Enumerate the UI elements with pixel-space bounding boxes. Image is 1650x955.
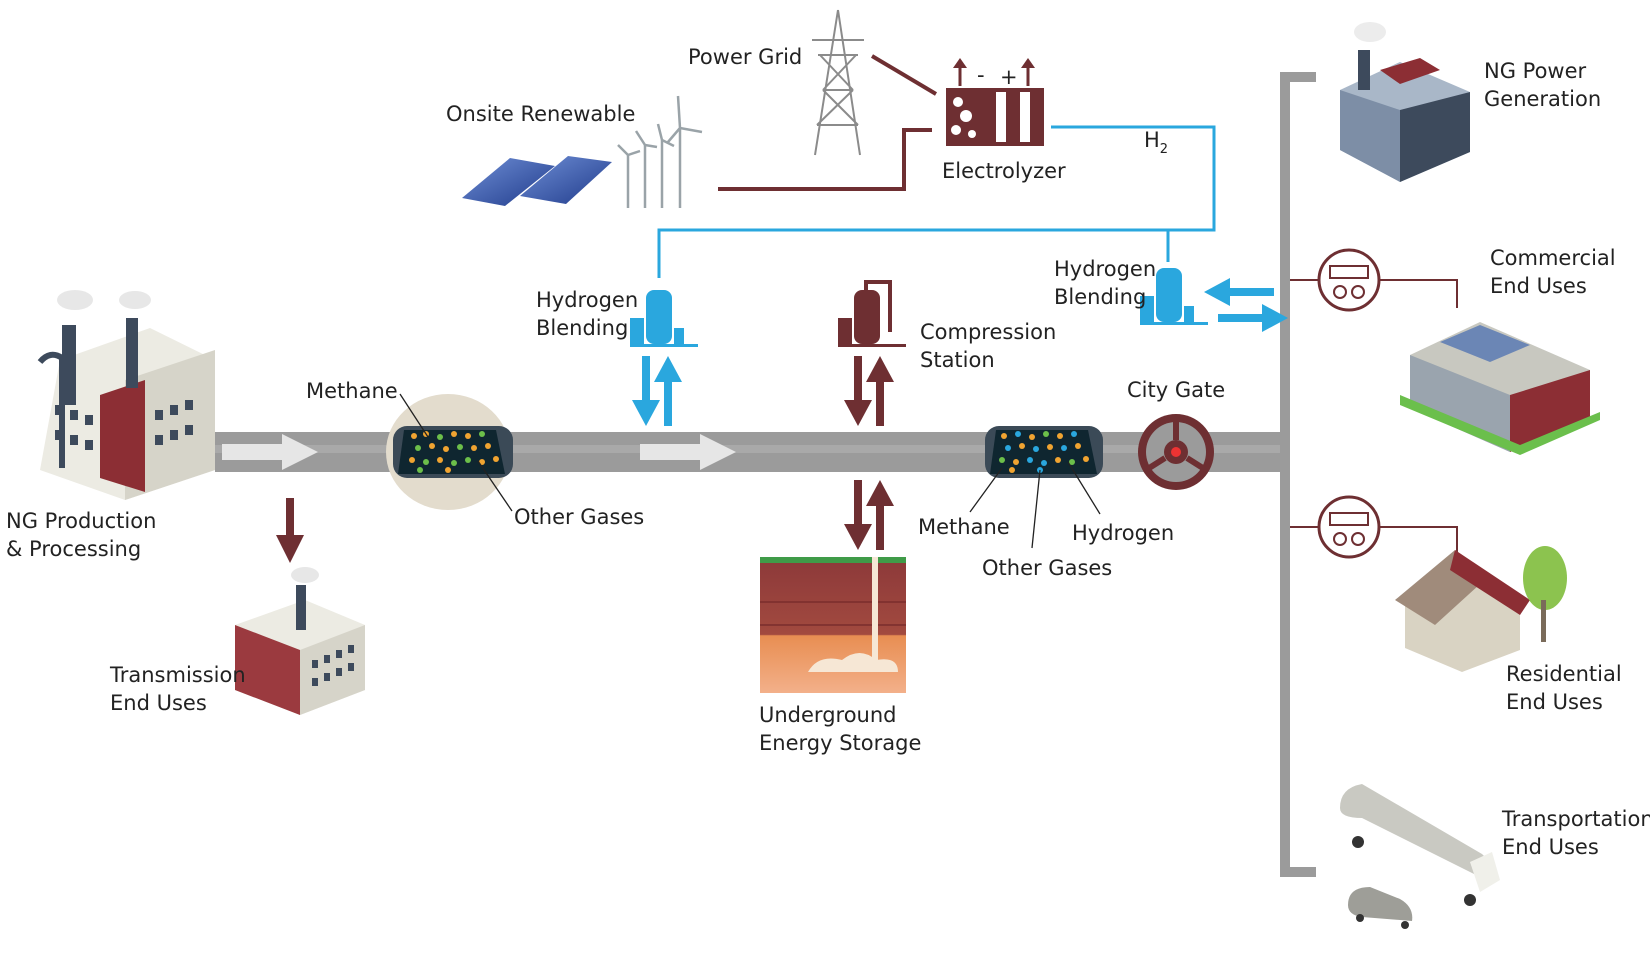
label-ng-power-line1: NG Power — [1484, 59, 1587, 83]
hydrogen-blending-tank-left — [630, 290, 698, 347]
hydrogen-exchange-arrows-right — [1204, 278, 1288, 332]
residential-house-icon — [1395, 546, 1567, 672]
label-hydrogen-blending-left-line1: Hydrogen — [536, 288, 638, 312]
label-hydrogen-blending-right-line1: Hydrogen — [1054, 257, 1156, 281]
label-onsite-renewable: Onsite Renewable — [446, 102, 635, 126]
distribution-trunk — [1280, 72, 1290, 877]
label-city-gate: City Gate — [1127, 378, 1225, 402]
label-compression-line2: Station — [920, 348, 995, 372]
underground-storage-icon — [760, 557, 906, 693]
gas-chamber-right — [969, 426, 1103, 549]
car-icon — [1348, 887, 1413, 929]
label-h2-letter: H — [1144, 128, 1160, 152]
meter-icon-residential — [1317, 495, 1381, 559]
label-underground-line1: Underground — [759, 703, 897, 727]
branch-line — [1290, 279, 1458, 555]
gas-dots-right — [999, 431, 1089, 473]
label-power-grid: Power Grid — [688, 45, 802, 69]
flow-arrow — [222, 434, 736, 470]
label-underground-line2: Energy Storage — [759, 731, 921, 755]
label-residential-line1: Residential — [1506, 662, 1622, 686]
label-transmission-line2: End Uses — [110, 691, 207, 715]
electrolyzer-icon: - + — [946, 58, 1044, 146]
compression-arrows — [844, 356, 894, 426]
power-line — [718, 54, 938, 191]
compression-station-icon — [838, 280, 906, 347]
label-methane-left: Methane — [306, 379, 398, 403]
power-grid-tower-icon — [812, 9, 864, 156]
label-methane-right: Methane — [918, 515, 1010, 539]
hydrogen-blending-tank-right — [1140, 268, 1208, 325]
label-h2: H2 — [1144, 128, 1168, 157]
down-arrow-transmission — [276, 498, 304, 563]
meter-icon-commercial — [1317, 248, 1381, 312]
label-hydrogen-blending-right-line2: Blending — [1054, 285, 1146, 309]
label-commercial-line1: Commercial — [1490, 246, 1616, 270]
solar-panel-icon — [462, 156, 612, 206]
label-transportation-line1: Transportation — [1501, 807, 1650, 831]
electrolyzer-minus: - — [977, 63, 985, 87]
commercial-building-icon — [1400, 322, 1600, 455]
label-residential-line2: End Uses — [1506, 690, 1603, 714]
hydrogen-exchange-arrows-left — [632, 356, 682, 426]
storage-arrows — [844, 480, 894, 550]
hydrogen-line — [657, 125, 1216, 278]
label-compression-line1: Compression — [920, 320, 1056, 344]
label-h2-subscript: 2 — [1160, 142, 1168, 157]
gas-chamber-left — [386, 393, 513, 512]
ng-power-plant-icon — [1340, 22, 1470, 182]
label-hydrogen-right: Hydrogen — [1072, 521, 1174, 545]
label-hydrogen-blending-left-line2: Blending — [536, 316, 628, 340]
label-other-gases-right: Other Gases — [982, 556, 1112, 580]
label-electrolyzer: Electrolyzer — [942, 159, 1066, 183]
label-ng-production-line1: NG Production — [6, 509, 156, 533]
electrolyzer-plus: + — [1000, 65, 1018, 89]
label-commercial-line2: End Uses — [1490, 274, 1587, 298]
label-transportation-line2: End Uses — [1502, 835, 1599, 859]
label-other-gases-left: Other Gases — [514, 505, 644, 529]
tanker-truck-icon — [1340, 784, 1500, 906]
city-gate-valve — [1138, 414, 1214, 490]
wind-turbine-icon — [617, 95, 703, 208]
transmission-factory-icon — [235, 567, 365, 715]
label-ng-power-line2: Generation — [1484, 87, 1601, 111]
label-ng-production-line2: & Processing — [6, 537, 141, 561]
label-transmission-line1: Transmission — [109, 663, 246, 687]
ng-production-factory-icon — [37, 290, 215, 500]
